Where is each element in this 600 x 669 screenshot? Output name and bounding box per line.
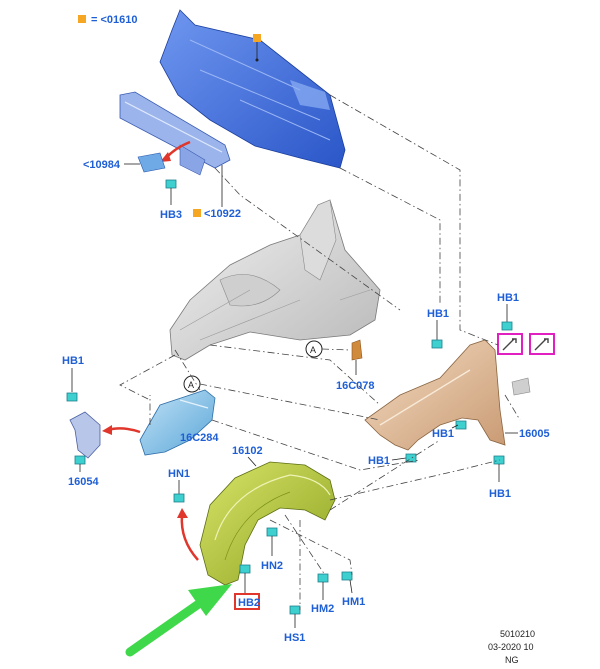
label-hb1-left: HB1 <box>62 355 84 367</box>
clip-hn1-icon <box>173 493 185 503</box>
assembly-lines <box>119 94 521 610</box>
label-hb3: HB3 <box>160 209 182 221</box>
legend-marker-square-icon <box>78 15 86 23</box>
callout-a-body-label: A <box>310 345 316 355</box>
label-16c284: 16C284 <box>180 432 219 444</box>
label-ref-10922: <10922 <box>204 208 241 220</box>
fender-patch-part <box>511 377 531 396</box>
footer-line-3: NG <box>505 655 519 665</box>
clip-hb3-icon <box>165 179 177 189</box>
legend-text: = <01610 <box>91 14 138 26</box>
clip-hm2-icon <box>317 573 329 583</box>
label-16c078: 16C078 <box>336 380 375 392</box>
body-structure-part <box>169 199 381 361</box>
clip-hb2-icon <box>239 564 251 574</box>
label-16005: 16005 <box>519 428 550 440</box>
label-16102: 16102 <box>232 445 263 457</box>
label-hm1: HM1 <box>342 596 365 608</box>
callout-a-bracket-label: A <box>188 380 194 390</box>
footer-line-1: 5010210 <box>500 629 535 639</box>
green-arrow-icon <box>125 584 232 657</box>
bracket-16054-part <box>69 411 101 459</box>
label-hm2: HM2 <box>311 603 334 615</box>
clip-hb1-right-low-icon <box>493 455 505 465</box>
highlight-box-2 <box>529 333 555 355</box>
label-hn1: HN1 <box>168 468 190 480</box>
footer-line-2: 03-2020 10 <box>488 642 534 652</box>
label-hn2: HN2 <box>261 560 283 572</box>
label-16054: 16054 <box>68 476 99 488</box>
fender-16005-part <box>364 339 506 451</box>
label-ref-10984: <10984 <box>83 159 121 171</box>
label-hb1-fender-mid: HB1 <box>432 428 454 440</box>
apron-bracket-16c284-part <box>139 389 216 456</box>
clip-hn2-icon <box>266 527 278 537</box>
label-hb1-right-low: HB1 <box>489 488 511 500</box>
cowl-panel-part <box>119 91 231 176</box>
label-hs1: HS1 <box>284 632 305 644</box>
wrench-icon <box>502 338 517 351</box>
ref-marker-square-icon <box>193 209 201 217</box>
wrench-icon-2 <box>534 338 549 351</box>
clip-16054-icon <box>74 455 86 465</box>
clip-hb1-right-top-icon <box>501 321 513 331</box>
red-arrow-liner-icon <box>180 514 199 561</box>
clip-hb1-fender-top-icon <box>431 339 443 349</box>
bracket-16c078-part <box>351 339 363 361</box>
highlight-box-1 <box>497 333 523 355</box>
label-hb1-fender-top: HB1 <box>427 308 449 320</box>
wheel-liner-16102-part <box>199 461 336 586</box>
bracket-10984-part <box>137 152 166 173</box>
label-hb1-fender-low: HB1 <box>368 455 390 467</box>
red-arrow-16054-icon <box>107 427 141 434</box>
label-hb2: HB2 <box>238 597 260 609</box>
clip-hm1-icon <box>341 571 353 581</box>
label-hb1-right-top: HB1 <box>497 292 519 304</box>
dash-marker-square-icon <box>253 34 261 42</box>
clip-hs1-icon <box>289 605 301 615</box>
clip-hb1-left-icon <box>66 392 78 402</box>
hb2-highlight-box <box>234 593 260 610</box>
